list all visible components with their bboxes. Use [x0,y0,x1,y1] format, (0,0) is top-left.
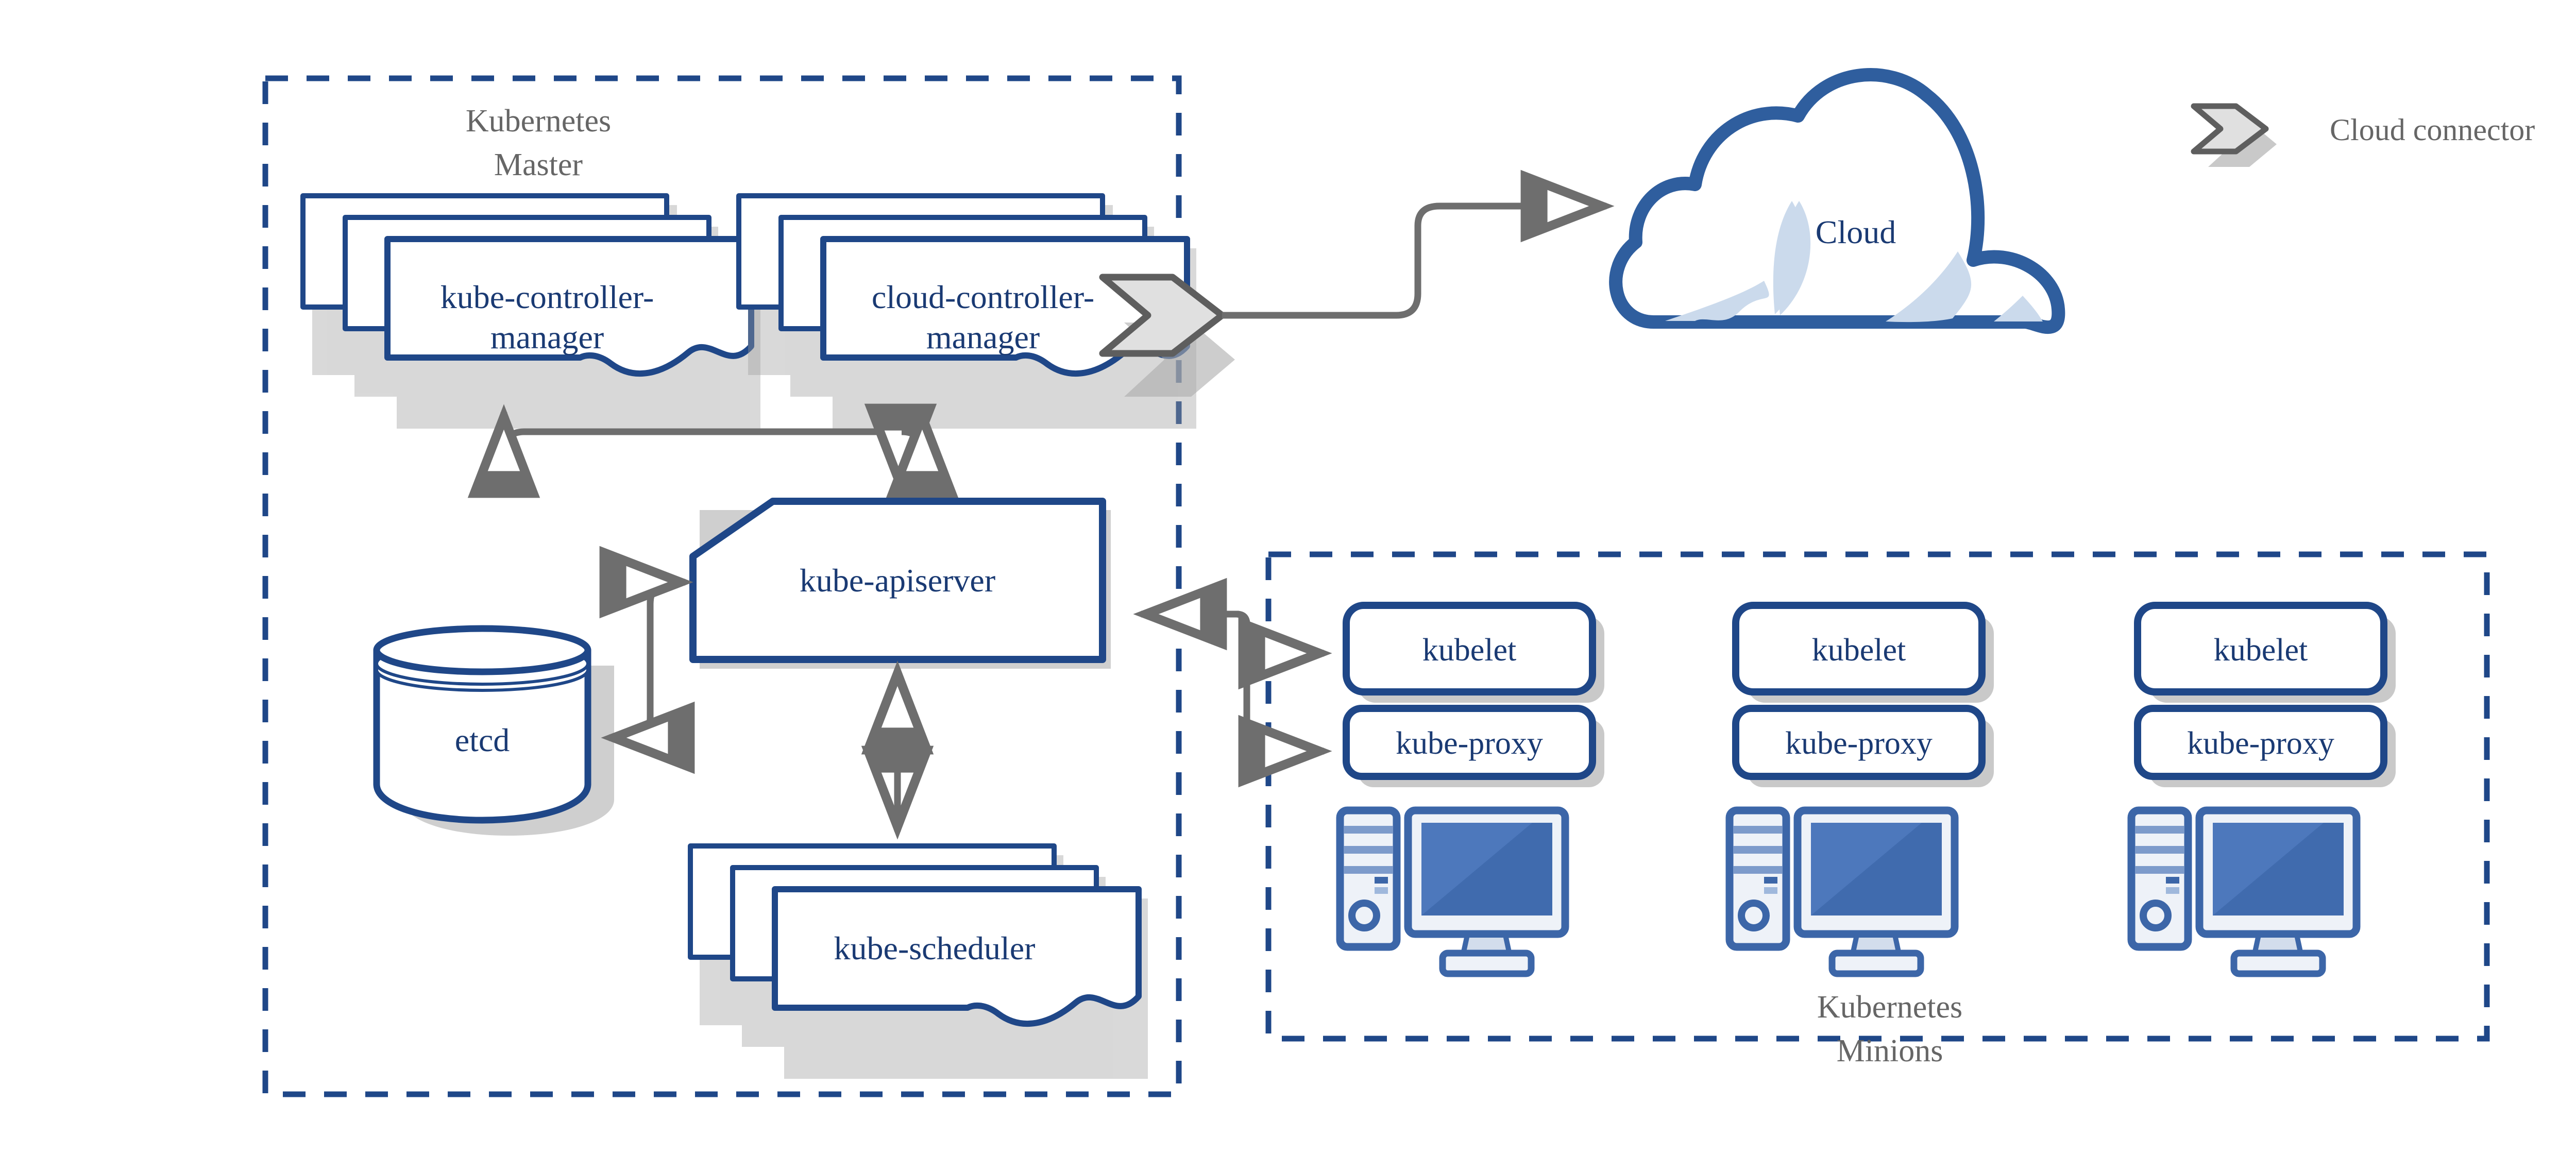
kube-proxy-box-3[interactable]: kube-proxy [2134,705,2396,787]
computer-icon-3 [2127,806,2361,977]
connection-ccm-to-cloud [1222,169,1615,319]
node-kube-scheduler[interactable]: kube-scheduler [688,843,1148,1079]
kubelet-box-2[interactable]: kubelet [1477,602,1994,703]
kube-proxy-label-2: kube-proxy [1785,726,1933,761]
minion-node-2: kubelet kube-proxy [1477,602,1994,977]
kube-proxy-box-2[interactable]: kube-proxy [1732,705,1994,787]
minion-node-1: kubelet kube-proxy [1336,602,1604,977]
node-cloud[interactable]: Cloud [1609,68,2065,334]
minions-group-label-line2: Minions [1837,1033,1943,1069]
legend-cloud-connector: Cloud connector [2191,103,2535,167]
cloud-controller-manager-label-line2: manager [926,319,1040,355]
kube-proxy-label-3: kube-proxy [2187,726,2334,761]
kubelet-label-2: kubelet [1812,633,1906,668]
cloud-connector-legend-icon [2191,103,2269,155]
minions-group-label-line1: Kubernetes [1817,990,1962,1025]
cloud-controller-manager-label-line1: cloud-controller- [872,279,1094,315]
computer-icon-2 [1725,806,1959,977]
minion-node-3: kubelet kube-proxy [2127,602,2396,977]
etcd-label: etcd [455,722,510,758]
master-group-label-line2: Master [494,147,583,182]
node-kube-controller-manager[interactable]: kube-controller- manager [300,193,760,429]
node-cloud-controller-manager[interactable]: cloud-controller- manager [736,193,1196,429]
kube-controller-manager-label-line2: manager [490,319,604,355]
node-etcd[interactable]: etcd [373,625,614,836]
kube-proxy-label-1: kube-proxy [1396,726,1543,761]
connection-apiserver-etcd [599,546,695,774]
kubelet-label-1: kubelet [1422,633,1517,668]
connection-controllers-apiserver-bus [467,403,959,498]
node-kube-apiserver[interactable]: kube-apiserver [689,498,1111,669]
master-group-label-line1: Kubernetes [466,104,611,139]
kube-apiserver-label: kube-apiserver [800,562,995,599]
legend-cloud-connector-label: Cloud connector [2330,113,2535,147]
kubelet-label-3: kubelet [2214,633,2308,668]
kube-proxy-box-1[interactable]: kube-proxy [1343,705,1604,787]
kubelet-box-3[interactable]: kubelet [2134,602,2396,703]
minions-boundary [1265,551,2490,1042]
kube-scheduler-label: kube-scheduler [834,930,1036,967]
kube-controller-manager-label-line1: kube-controller- [440,279,654,315]
connection-apiserver-minion-agents [1133,578,1332,788]
cloud-label: Cloud [1816,214,1896,250]
kubelet-box-1[interactable]: kubelet [1343,602,1604,703]
computer-icon-1 [1336,806,1569,977]
cloud-connector-icon[interactable] [1099,274,1235,397]
